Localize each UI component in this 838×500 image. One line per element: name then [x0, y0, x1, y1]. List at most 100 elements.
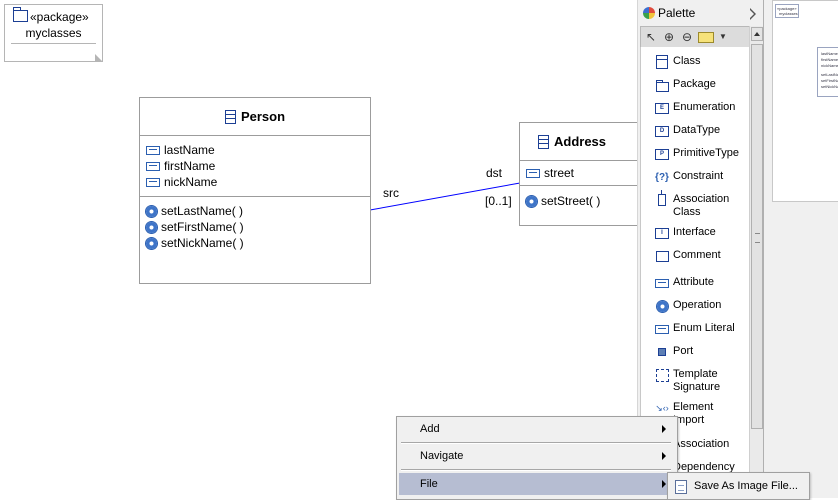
palette-item-element-import[interactable]: ↘‹›Element Import — [641, 400, 749, 427]
menu-item-label: Add — [420, 423, 440, 435]
palette-item-operation[interactable]: Operation — [641, 298, 749, 313]
address-attributes-compartment[interactable]: street — [520, 161, 650, 186]
operation-row[interactable]: setFirstName( ) — [146, 219, 370, 235]
attribute-name: firstName — [164, 159, 216, 173]
palette-item-label: Template Signature — [673, 368, 721, 393]
constraint-icon: {?} — [655, 171, 669, 183]
zoom-out-icon[interactable]: ⊖ — [681, 30, 693, 44]
class-icon — [538, 134, 549, 149]
scroll-up-button[interactable] — [751, 27, 763, 41]
file-submenu[interactable]: Save As Image File... — [667, 472, 810, 500]
outline-class-thumbnail: lastName firstName nickName setLastName … — [817, 47, 838, 97]
class-person[interactable]: Person lastName firstName nickName setLa… — [139, 97, 371, 284]
person-operations-compartment[interactable]: setLastName( ) setFirstName( ) setNickNa… — [140, 197, 370, 257]
outline-panel[interactable]: «package» myclasses lastName firstName n… — [763, 0, 838, 498]
submenu-arrow-icon — [662, 480, 666, 488]
palette-item-datatype[interactable]: D DataType — [641, 123, 749, 138]
grip-icon — [755, 233, 760, 243]
package-stereotype-row: «package» — [13, 7, 89, 24]
palette-item-label: Association Class — [673, 193, 730, 218]
palette-item-label: Dependency — [673, 461, 735, 473]
attribute-icon — [526, 168, 540, 178]
palette-item-constraint[interactable]: {?}Constraint — [641, 169, 749, 184]
attribute-row[interactable]: nickName — [146, 174, 370, 190]
class-person-header[interactable]: Person — [140, 98, 370, 136]
image-file-icon — [675, 480, 687, 494]
menu-item-add[interactable]: Add — [399, 418, 673, 440]
scroll-thumb[interactable] — [751, 44, 763, 429]
diagram-canvas[interactable]: «package» myclasses src dst [0..1] Perso… — [0, 0, 650, 498]
attribute-row[interactable]: street — [526, 165, 650, 181]
menu-item-file[interactable]: File — [399, 473, 673, 495]
palette-item-label: Operation — [673, 299, 722, 311]
palette-item-attribute[interactable]: Attribute — [641, 275, 749, 290]
attribute-row[interactable]: firstName — [146, 158, 370, 174]
menu-item-save-as-image-file[interactable]: Save As Image File... — [671, 476, 805, 496]
address-operations-compartment[interactable]: setStreet( ) — [520, 186, 650, 213]
palette-item-label: DataType — [673, 124, 721, 136]
primitivetype-icon: P — [655, 148, 669, 160]
operation-row[interactable]: setLastName( ) — [146, 203, 370, 219]
note-icon[interactable] — [698, 32, 714, 43]
attribute-name: nickName — [164, 175, 218, 189]
palette-item-label: Association — [673, 438, 730, 450]
menu-item-label: File — [420, 478, 438, 490]
datatype-icon: D — [655, 125, 669, 137]
menu-item-navigate[interactable]: Navigate — [399, 445, 673, 467]
package-icon — [13, 7, 28, 22]
outline-package-thumbnail: «package» myclasses — [775, 4, 799, 18]
palette-toolbar: ↖ ⊕ ⊖ ▼ — [640, 26, 752, 48]
operation-row[interactable]: setNickName( ) — [146, 235, 370, 251]
context-menu[interactable]: Add Navigate File — [396, 416, 678, 500]
palette-item-template-signature[interactable]: Template Signature — [641, 367, 749, 394]
palette-item-label: Package — [673, 78, 716, 90]
palette-item-package[interactable]: Package — [641, 77, 749, 92]
person-attributes-compartment[interactable]: lastName firstName nickName — [140, 136, 370, 197]
class-icon — [656, 55, 668, 69]
palette-title: Palette — [658, 6, 696, 20]
palette-item-label: PrimitiveType — [673, 147, 740, 159]
attribute-icon — [146, 177, 160, 187]
operation-icon — [146, 221, 157, 233]
outline-view[interactable]: «package» myclasses lastName firstName n… — [772, 0, 838, 202]
zoom-in-icon[interactable]: ⊕ — [663, 30, 675, 44]
palette-scrollbar[interactable] — [749, 26, 764, 498]
submenu-arrow-icon — [662, 425, 666, 433]
class-address-name: Address — [554, 134, 607, 149]
attribute-icon — [655, 278, 669, 288]
palette-item-port[interactable]: Port — [641, 344, 749, 359]
class-address[interactable]: Address street setStreet( ) — [519, 122, 650, 226]
class-address-header[interactable]: Address — [520, 123, 650, 161]
menu-item-label: Save As Image File... — [694, 480, 798, 492]
select-arrow-icon[interactable]: ↖ — [645, 30, 657, 44]
operation-name: setFirstName( ) — [161, 220, 244, 234]
palette-header[interactable]: Palette — [638, 0, 764, 26]
palette-item-association-class[interactable]: Association Class — [641, 190, 749, 219]
enum-literal-icon — [655, 324, 669, 334]
outline-text: «package» — [777, 6, 797, 11]
operation-icon — [526, 195, 537, 207]
operation-name: setLastName( ) — [161, 204, 244, 218]
operation-icon — [146, 237, 157, 249]
package-stereotype: «package» — [30, 10, 89, 24]
palette-item-label: Enumeration — [673, 101, 736, 113]
palette-item-class[interactable]: Class — [641, 54, 749, 69]
menu-separator — [401, 469, 671, 471]
association-connector[interactable] — [0, 0, 637, 498]
operation-row[interactable]: setStreet( ) — [526, 193, 650, 209]
palette-item-enum-literal[interactable]: Enum Literal — [641, 321, 749, 336]
chevron-down-icon[interactable]: ▼ — [719, 32, 727, 41]
palette-item-label: Class — [673, 55, 701, 67]
outline-text: setLastName — [821, 72, 838, 77]
collapse-arrow-icon[interactable] — [750, 8, 756, 20]
attribute-icon — [146, 145, 160, 155]
attribute-row[interactable]: lastName — [146, 142, 370, 158]
package-note[interactable]: «package» myclasses — [4, 4, 103, 62]
outline-text: myclasses — [779, 11, 798, 16]
palette-item-primitivetype[interactable]: P PrimitiveType — [641, 146, 749, 161]
operation-icon — [146, 205, 157, 217]
palette-item-comment[interactable]: Comment — [641, 248, 749, 263]
